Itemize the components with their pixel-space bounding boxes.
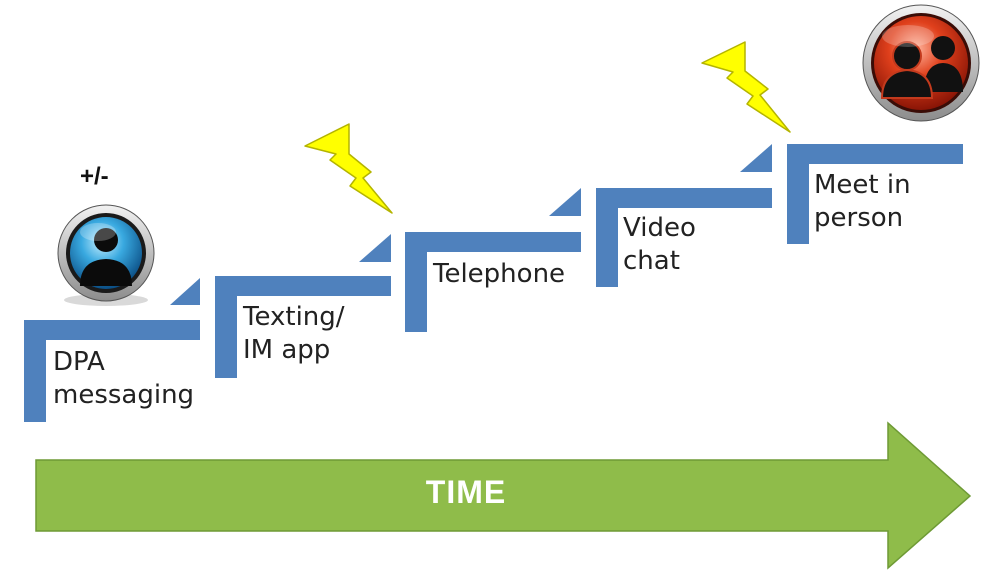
step-3-corner-triangle	[549, 188, 581, 216]
step-5-label-line2: person	[814, 203, 904, 233]
step-3-telephone	[405, 188, 581, 332]
start-annotation: +/-	[80, 163, 109, 190]
step-1-label: DPA messaging	[53, 346, 194, 412]
step-5-vertical-bar	[787, 144, 809, 244]
step-4-label: Video chat	[623, 212, 696, 278]
step-3-label: Telephone	[433, 258, 565, 291]
step-3-vertical-bar	[405, 232, 427, 332]
step-4-label-line1: Video	[623, 213, 696, 243]
step-3-horizontal-bar	[405, 232, 581, 252]
time-arrow	[35, 421, 972, 570]
step-4-horizontal-bar	[596, 188, 772, 208]
red-group-icon	[862, 4, 980, 122]
step-5-label: Meet in person	[814, 169, 911, 235]
step-5-horizontal-bar	[787, 144, 963, 164]
lightning-icon	[304, 123, 393, 214]
step-5-label-line1: Meet in	[814, 170, 911, 200]
step-5-meet-in-person	[787, 144, 963, 244]
blue-person-icon	[57, 204, 155, 306]
step-1-vertical-bar	[24, 320, 46, 422]
step-4-corner-triangle	[740, 144, 772, 172]
step-2-vertical-bar	[215, 276, 237, 378]
step-4-vertical-bar	[596, 188, 618, 287]
step-2-horizontal-bar	[215, 276, 391, 296]
time-arrow-label: TIME	[425, 474, 507, 510]
step-4-video-chat	[596, 144, 772, 287]
step-2-label-line2: IM app	[243, 335, 331, 365]
step-2-texting	[215, 234, 391, 378]
step-1-dpa-messaging	[24, 278, 200, 422]
step-1-corner-triangle	[170, 278, 200, 305]
step-2-label-line1: Texting/	[243, 302, 345, 332]
step-4-label-line2: chat	[623, 246, 680, 276]
step-2-label: Texting/ IM app	[243, 301, 345, 367]
step-1-label-line1: DPA	[53, 347, 105, 377]
step-1-label-line2: messaging	[53, 380, 195, 410]
lightning-icon	[701, 41, 791, 133]
step-2-corner-triangle	[359, 234, 391, 262]
step-3-label-line1: Telephone	[433, 259, 566, 289]
step-1-horizontal-bar	[24, 320, 200, 340]
